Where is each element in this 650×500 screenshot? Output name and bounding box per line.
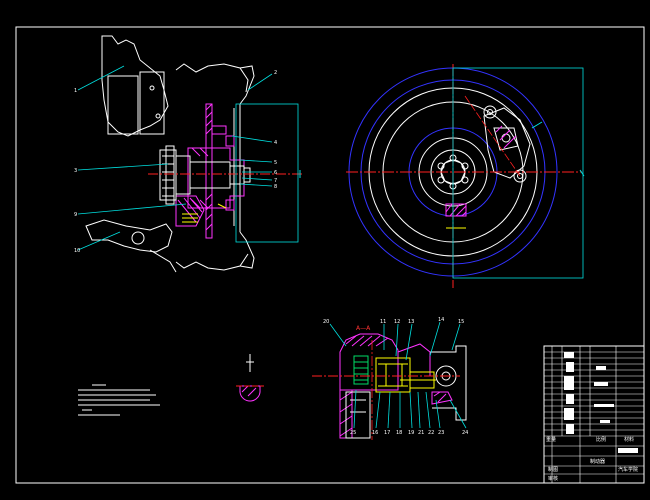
svg-text:7: 7 [274, 178, 277, 184]
side-view-leader-labels: 1 2 3 4 5 6 7 8 9 10 [74, 70, 277, 254]
svg-text:21: 21 [418, 430, 424, 436]
svg-text:19: 19 [408, 430, 414, 436]
outer-frame [15, 26, 645, 484]
svg-text:13: 13 [408, 319, 414, 325]
svg-text:10: 10 [74, 248, 80, 254]
svg-text:重量: 重量 [546, 436, 556, 443]
svg-text:12: 12 [394, 319, 400, 325]
svg-text:6: 6 [274, 170, 277, 176]
svg-text:3: 3 [74, 168, 77, 174]
svg-text:25: 25 [350, 430, 356, 436]
front-view [346, 64, 585, 288]
svg-text:14: 14 [438, 317, 444, 323]
svg-text:审核: 审核 [548, 475, 558, 482]
title-block: 重量 比例 材料 制动器 制图 审核 汽车学院 [543, 345, 645, 484]
svg-text:16: 16 [372, 430, 378, 436]
side-view-leaders [77, 65, 273, 251]
svg-text:23: 23 [438, 430, 444, 436]
svg-text:1: 1 [74, 88, 77, 94]
svg-text:15: 15 [458, 319, 464, 325]
svg-text:11: 11 [380, 319, 386, 325]
svg-text:20: 20 [323, 319, 329, 325]
section-leaders [329, 321, 467, 429]
section-label: A—A [356, 325, 371, 332]
svg-text:材料: 材料 [624, 436, 634, 443]
svg-text:汽车学院: 汽车学院 [618, 466, 638, 473]
svg-text:18: 18 [396, 430, 402, 436]
svg-text:9: 9 [74, 212, 77, 218]
technical-notes [78, 384, 160, 416]
svg-text:22: 22 [428, 430, 434, 436]
svg-text:2: 2 [274, 70, 277, 76]
detail-view [236, 354, 264, 402]
svg-text:制图: 制图 [548, 466, 558, 473]
svg-text:4: 4 [274, 140, 277, 146]
svg-text:5: 5 [274, 160, 277, 166]
svg-text:8: 8 [274, 184, 277, 190]
side-view [85, 35, 302, 273]
section-leader-labels: 20 11 12 13 14 15 16 17 18 19 21 22 23 2… [323, 317, 468, 436]
section-view: A—A [312, 325, 467, 440]
svg-text:17: 17 [384, 430, 390, 436]
svg-text:24: 24 [462, 430, 468, 436]
svg-text:比例: 比例 [596, 436, 606, 443]
svg-text:制动器: 制动器 [590, 458, 605, 465]
